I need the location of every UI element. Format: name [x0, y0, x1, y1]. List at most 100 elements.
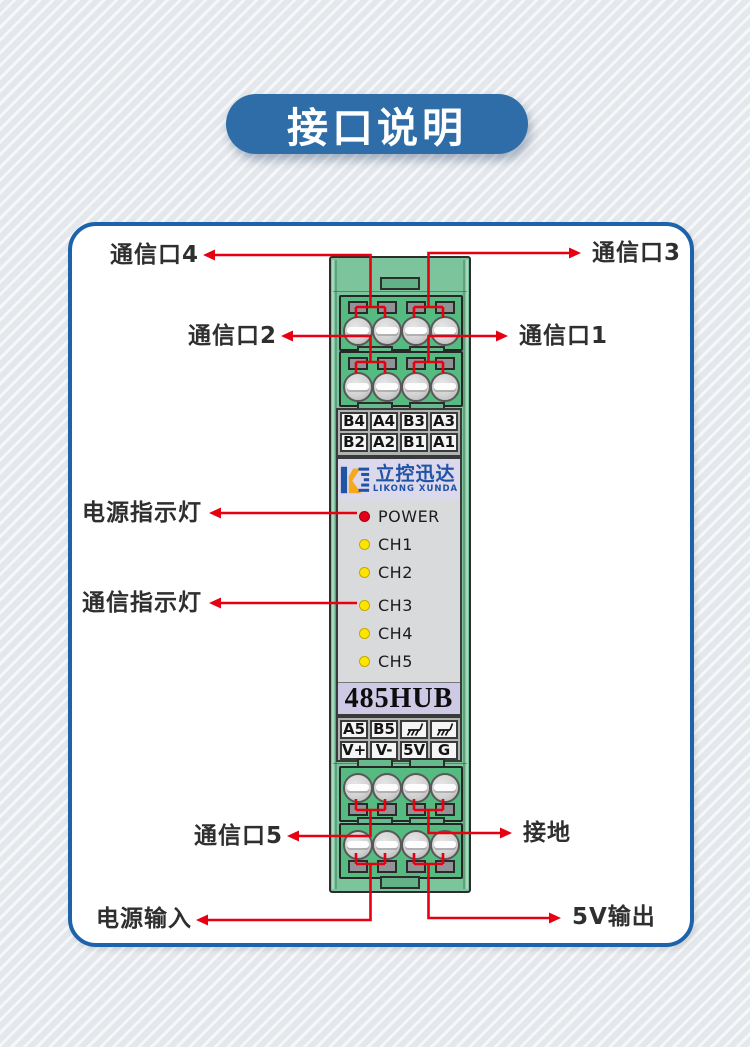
- wire-opening: [435, 357, 455, 370]
- screw-slot: [376, 383, 398, 390]
- led-row-ch2: CH2: [338, 562, 460, 582]
- screw-slot: [434, 327, 456, 334]
- screw-slot: [434, 383, 456, 390]
- screw-slot: [405, 784, 427, 791]
- led-row-ch3: CH3: [338, 595, 460, 615]
- wire-opening: [348, 860, 368, 873]
- led-dot: [359, 627, 370, 639]
- terminal-label-cell: A3: [430, 412, 458, 431]
- terminal-block-bottom-row2: [339, 823, 463, 879]
- callout-comm-port-3: 通信口3: [592, 240, 682, 266]
- terminal-screw: [343, 316, 373, 346]
- terminal-screw: [401, 372, 431, 402]
- terminal-screw: [401, 830, 431, 860]
- terminal-block-bottom-row1: [339, 766, 463, 822]
- terminal-label-cell: A4: [370, 412, 398, 431]
- led-row-power: POWER: [338, 506, 460, 526]
- terminal-screw: [430, 830, 460, 860]
- wire-opening: [348, 301, 368, 314]
- screw-slot: [405, 383, 427, 390]
- terminal-label-cell: A5: [340, 720, 368, 739]
- screw-slot: [434, 784, 456, 791]
- ground-icon: [406, 723, 423, 736]
- housing-edge-highlight: [332, 260, 334, 889]
- callout-comm-port-2: 通信口2: [187, 323, 277, 349]
- wire-opening: [406, 357, 426, 370]
- led-label: POWER: [378, 506, 440, 526]
- wire-opening: [406, 803, 426, 816]
- terminal-screw: [401, 773, 431, 803]
- wire-opening: [435, 803, 455, 816]
- callout-power-indicator: 电源指示灯: [82, 500, 202, 526]
- brand-name-en: LIKONG XUNDA: [372, 484, 459, 495]
- brand-name-cn: 立控迅达: [375, 463, 456, 486]
- led-row-ch4: CH4: [338, 623, 460, 643]
- wire-opening: [348, 803, 368, 816]
- wire-opening: [435, 860, 455, 873]
- led-label: CH4: [378, 623, 413, 643]
- screw-slot: [347, 383, 369, 390]
- din-notch-bottom: [380, 876, 420, 889]
- led-dot: [359, 599, 370, 611]
- led-dot: [359, 566, 370, 578]
- wire-opening: [406, 301, 426, 314]
- screw-slot: [376, 841, 398, 848]
- callout-power-input: 电源输入: [96, 906, 192, 932]
- terminal-screw: [401, 316, 431, 346]
- terminal-label-cell: A1: [430, 433, 458, 452]
- screw-slot: [376, 327, 398, 334]
- led-dot: [359, 538, 370, 550]
- housing-ridge: [333, 291, 467, 292]
- housing-rail-line: [463, 260, 465, 889]
- terminal-label-cell: V+: [340, 741, 369, 760]
- ground-icon: [436, 723, 453, 736]
- model-band: 485HUB: [338, 682, 460, 716]
- terminal-label-cell: A2: [370, 433, 398, 452]
- wire-opening: [377, 301, 397, 314]
- model-number: 485HUB: [344, 682, 454, 714]
- brand-logo-icon: [340, 466, 369, 493]
- screw-slot: [405, 327, 427, 334]
- led-row-ch5: CH5: [338, 651, 460, 671]
- screw-slot: [376, 784, 398, 791]
- led-label: CH3: [378, 595, 413, 615]
- brand-text: 立控迅达 LIKONG XUNDA: [373, 465, 458, 494]
- led-dot: [359, 655, 370, 667]
- callout-comm-port-1: 通信口1: [519, 323, 609, 349]
- terminal-label-cell: B4: [340, 412, 368, 431]
- housing-ridge: [333, 763, 467, 764]
- terminal-screw: [372, 830, 402, 860]
- wire-opening: [348, 357, 368, 370]
- housing-edge-highlight: [466, 260, 468, 889]
- callout-ground: 接地: [523, 820, 571, 846]
- page-title-text: 接口说明: [287, 104, 467, 152]
- terminal-label-cell: B1: [400, 433, 428, 452]
- led-label: CH1: [378, 534, 413, 554]
- terminal-label-cell: 5V: [400, 741, 429, 760]
- brand-area: 立控迅达 LIKONG XUNDA: [338, 459, 460, 500]
- wire-opening: [377, 803, 397, 816]
- terminal-screw: [343, 773, 373, 803]
- led-label: CH5: [378, 651, 413, 671]
- wire-opening: [435, 301, 455, 314]
- terminal-screw: [430, 773, 460, 803]
- terminal-screw: [372, 372, 402, 402]
- callout-comm-indicator: 通信指示灯: [82, 590, 202, 616]
- terminal-label-cell: B3: [400, 412, 428, 431]
- terminal-block-top-row2: [339, 351, 463, 407]
- screw-slot: [405, 841, 427, 848]
- callout-comm-port-4: 通信口4: [109, 242, 199, 268]
- ground-icon: [400, 720, 428, 739]
- led-label: CH2: [378, 562, 413, 582]
- screw-slot: [347, 841, 369, 848]
- wire-opening: [406, 860, 426, 873]
- page-title: 接口说明: [226, 94, 528, 154]
- terminal-screw: [343, 372, 373, 402]
- terminal-label-cell: B2: [340, 433, 368, 452]
- terminal-screw: [372, 773, 402, 803]
- led-row-ch1: CH1: [338, 534, 460, 554]
- callout-comm-port-5: 通信口5: [193, 823, 283, 849]
